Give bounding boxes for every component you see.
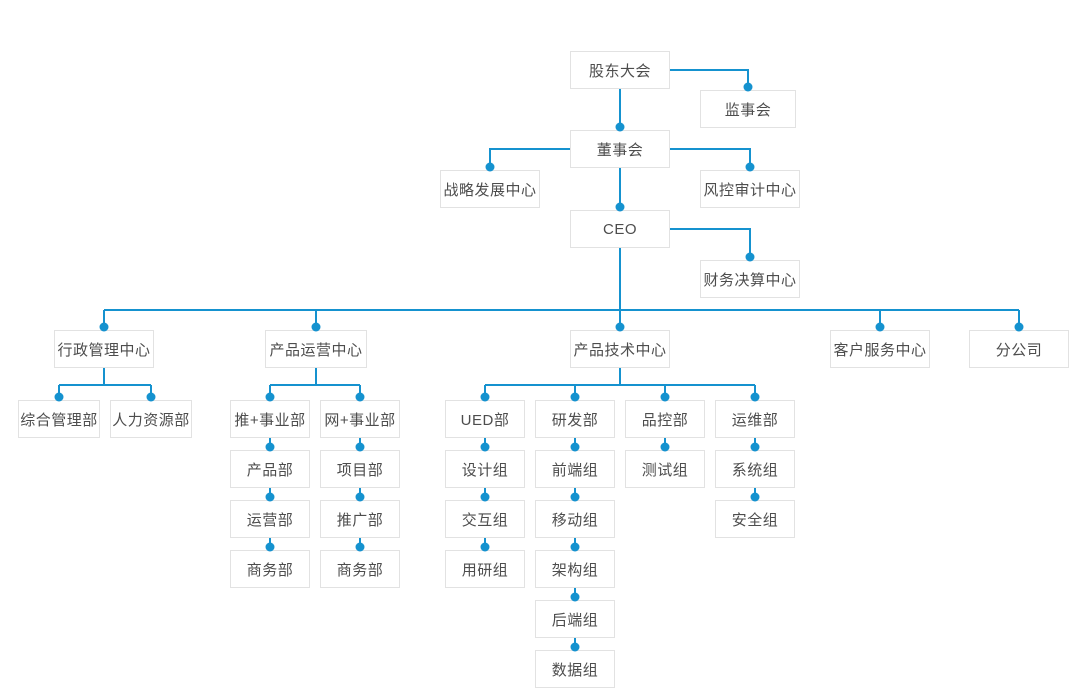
org-node-qc-dept[interactable]: 品控部 [625, 400, 705, 438]
org-node-interaction-group[interactable]: 交互组 [445, 500, 525, 538]
org-node-ued-dept[interactable]: UED部 [445, 400, 525, 438]
org-node-operation-dept[interactable]: 运营部 [230, 500, 310, 538]
org-node-architecture-group[interactable]: 架构组 [535, 550, 615, 588]
org-node-supervisory-board[interactable]: 监事会 [700, 90, 796, 128]
org-node-frontend-group[interactable]: 前端组 [535, 450, 615, 488]
org-node-risk-audit-center[interactable]: 风控审计中心 [700, 170, 800, 208]
org-node-strategy-center[interactable]: 战略发展中心 [440, 170, 540, 208]
org-node-testing-group[interactable]: 测试组 [625, 450, 705, 488]
org-node-mobile-group[interactable]: 移动组 [535, 500, 615, 538]
org-node-tui-plus-bu[interactable]: 推+事业部 [230, 400, 310, 438]
org-node-customer-service-center[interactable]: 客户服务中心 [830, 330, 930, 368]
org-node-backend-group[interactable]: 后端组 [535, 600, 615, 638]
org-node-product-dept[interactable]: 产品部 [230, 450, 310, 488]
org-node-admin-center[interactable]: 行政管理中心 [54, 330, 154, 368]
org-node-security-group[interactable]: 安全组 [715, 500, 795, 538]
org-node-general-mgmt-dept[interactable]: 综合管理部 [18, 400, 100, 438]
org-node-business-dept-2[interactable]: 商务部 [320, 550, 400, 588]
org-node-hr-dept[interactable]: 人力资源部 [110, 400, 192, 438]
org-node-data-group[interactable]: 数据组 [535, 650, 615, 688]
org-node-promotion-dept[interactable]: 推广部 [320, 500, 400, 538]
org-node-shareholders-meeting[interactable]: 股东大会 [570, 51, 670, 89]
org-node-rd-dept[interactable]: 研发部 [535, 400, 615, 438]
org-node-board-of-directors[interactable]: 董事会 [570, 130, 670, 168]
org-node-finance-center[interactable]: 财务决算中心 [700, 260, 800, 298]
org-node-product-tech-center[interactable]: 产品技术中心 [570, 330, 670, 368]
org-node-wang-plus-bu[interactable]: 网+事业部 [320, 400, 400, 438]
org-node-system-group[interactable]: 系统组 [715, 450, 795, 488]
org-node-user-research-group[interactable]: 用研组 [445, 550, 525, 588]
org-node-product-ops-center[interactable]: 产品运营中心 [265, 330, 367, 368]
org-node-project-dept[interactable]: 项目部 [320, 450, 400, 488]
org-node-ops-maintenance-dept[interactable]: 运维部 [715, 400, 795, 438]
org-node-ceo[interactable]: CEO [570, 210, 670, 248]
org-node-design-group[interactable]: 设计组 [445, 450, 525, 488]
org-node-branch-company[interactable]: 分公司 [969, 330, 1069, 368]
org-node-business-dept-1[interactable]: 商务部 [230, 550, 310, 588]
